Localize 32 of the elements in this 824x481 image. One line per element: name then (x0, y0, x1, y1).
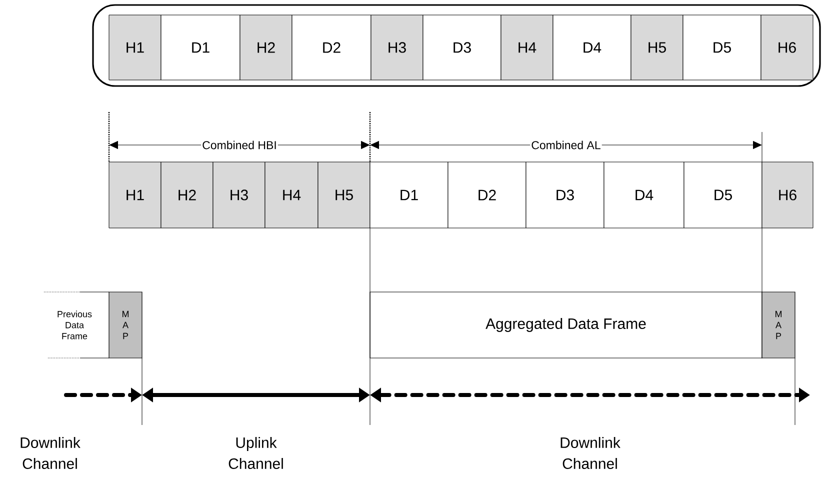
channel-label: Downlink Channel (560, 436, 620, 469)
frame-container (92, 4, 821, 87)
data-frame-box: Previous Data Frame (44, 292, 110, 358)
map-block: M A P (108, 292, 142, 358)
frame-cell: H6 (760, 14, 814, 80)
frame-cell: H1 (108, 14, 162, 80)
frame-cell: H3 (212, 162, 266, 228)
channel-label: Downlink Channel (20, 436, 80, 469)
frame-cell: H1 (108, 162, 162, 228)
frame-cell: D1 (160, 14, 240, 80)
data-frame-box: Aggregated Data Frame (370, 292, 762, 358)
frame-cell: D2 (448, 162, 526, 228)
frame-cell: D4 (604, 162, 684, 228)
frame-cell: D4 (552, 14, 632, 80)
frame-cell: H2 (160, 162, 214, 228)
channel-label: Uplink Channel (228, 436, 283, 469)
frame-cell: H3 (370, 14, 424, 80)
frame-cell: H5 (318, 162, 370, 228)
dimension-label: Combined HBI (201, 140, 278, 150)
frame-cell: D2 (292, 14, 372, 80)
dimension-label: Combined AL (530, 140, 602, 150)
frame-cell: H4 (500, 14, 554, 80)
frame-cell: H4 (264, 162, 318, 228)
map-block: M A P (762, 292, 796, 358)
frame-cell: H6 (762, 162, 814, 228)
frame-cell: D1 (370, 162, 448, 228)
frame-cell: D5 (684, 162, 762, 228)
frame-cell: D3 (422, 14, 502, 80)
frame-cell: D5 (682, 14, 762, 80)
frame-cell: D3 (526, 162, 604, 228)
frame-cell: H5 (630, 14, 684, 80)
frame-cell: H2 (240, 14, 292, 80)
